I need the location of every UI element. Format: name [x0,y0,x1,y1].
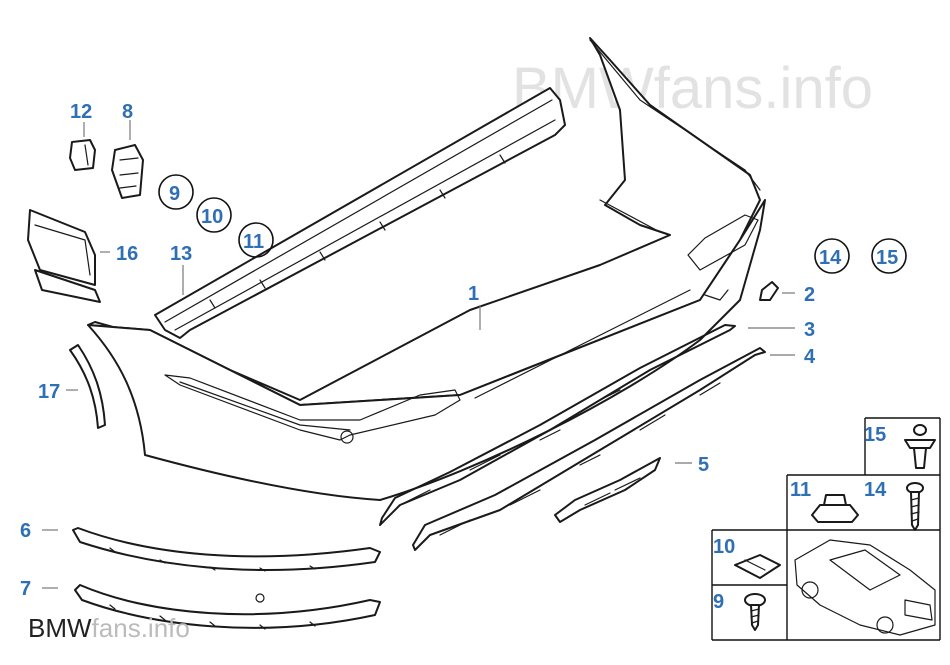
callout-8: 8 [122,101,133,123]
clip-nut-10-icon [734,554,781,579]
leader-lines [42,120,795,589]
screw-9-icon [744,593,766,631]
cap-2[interactable] [759,281,779,301]
callout-3: 3 [804,319,815,341]
circle-9 [158,174,194,210]
table-label-9: 9 [713,591,724,613]
part-17-rod[interactable] [69,344,106,429]
table-label-14: 14 [864,479,887,501]
watermark-suffix: fans.info [92,613,190,643]
callout-13: 13 [170,243,192,265]
callout-6: 6 [20,520,31,542]
callout-1: 1 [468,283,479,305]
callouts: 1 2 3 4 5 6 7 8 17 16 13 12 9 10 11 14 1… [20,101,907,600]
callout-2: 2 [804,284,815,306]
watermark-brand: BMW [28,613,92,643]
circle-11 [238,222,274,258]
holder-8[interactable] [111,144,144,199]
fastener-table: 15 11 14 10 9 [711,417,941,641]
bracket-5[interactable] [554,457,661,523]
cap-12[interactable] [69,139,96,171]
nut-11-icon [811,494,859,523]
clip-15-icon [904,424,936,469]
svg-text:BMWfans.info: BMWfans.info [28,613,190,643]
callout-12: 12 [70,101,92,123]
table-label-11: 11 [790,479,811,501]
callout-5: 5 [698,454,709,476]
car-thumbnail-icon [794,539,936,636]
callout-14: 14 [819,247,842,269]
callout-17: 17 [38,381,60,403]
callout-7: 7 [20,578,31,600]
bumper-cover[interactable] [87,37,766,501]
circle-14 [814,238,850,274]
callout-11: 11 [243,231,264,253]
lower-strip-4[interactable] [412,347,766,551]
trim-6[interactable] [72,527,381,603]
table-label-10: 10 [713,536,735,558]
circle-15 [871,238,907,274]
circle-10 [196,197,232,233]
trim-7[interactable] [74,584,381,630]
upper-carrier[interactable] [154,87,566,339]
callout-15: 15 [876,247,898,269]
callout-16: 16 [116,243,138,265]
reflector-16[interactable] [27,209,101,303]
lower-strip-3[interactable] [379,324,736,526]
callout-9: 9 [169,183,180,205]
callout-10: 10 [201,206,223,228]
watermark-bottom: BMWfans.info [28,613,190,643]
table-label-15: 15 [864,424,886,446]
watermark-top: BMWfans.info [512,56,873,121]
callout-4: 4 [804,346,816,368]
screw-14-icon [906,482,924,531]
